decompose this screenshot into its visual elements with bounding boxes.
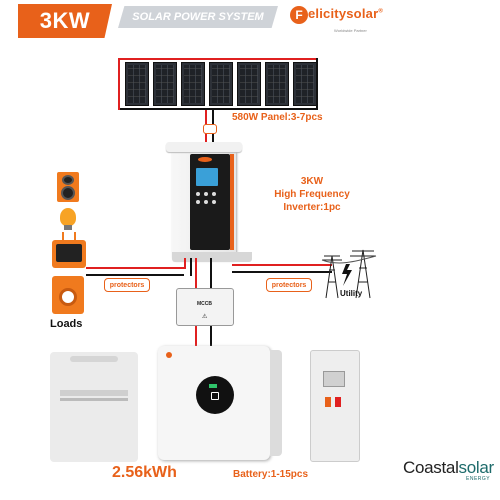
solar-panel bbox=[265, 62, 289, 106]
battery-side-view bbox=[310, 350, 360, 462]
solar-panel bbox=[153, 62, 177, 106]
battery-quantity: Battery:1-15pcs bbox=[233, 469, 309, 480]
dc-wire-red bbox=[195, 258, 197, 288]
lightbulb-base bbox=[64, 225, 72, 230]
utility-tower-icon bbox=[321, 249, 377, 299]
battery-unit bbox=[158, 346, 282, 460]
solar-panel bbox=[181, 62, 205, 106]
inverter-label-line3: Inverter:1pc bbox=[283, 202, 341, 213]
speaker-icon bbox=[57, 172, 79, 202]
solar-panel bbox=[293, 62, 317, 106]
panel-wire-left bbox=[118, 58, 120, 110]
utility-label: Utility bbox=[340, 289, 363, 298]
inverter-front-panel bbox=[190, 154, 230, 250]
power-badge: 3KW bbox=[18, 4, 112, 38]
dc-wire-black-lower bbox=[210, 326, 212, 348]
mccb-label: MCCB bbox=[197, 301, 212, 307]
dc-wire-red-lower bbox=[195, 326, 197, 348]
protector-left: protectors bbox=[104, 278, 150, 292]
inverter-label: 3KW High Frequency Inverter:1pc bbox=[262, 175, 362, 214]
inverter-display bbox=[196, 168, 218, 186]
inverter-unit bbox=[166, 142, 252, 262]
washing-machine-icon bbox=[52, 276, 84, 314]
panel-wire-right bbox=[316, 58, 318, 110]
brand-logo-mark: F bbox=[290, 6, 308, 24]
lightbulb-icon bbox=[60, 208, 76, 226]
mccb-breaker: MCCB ⚠ bbox=[176, 288, 234, 326]
warning-icon: ⚠ bbox=[202, 314, 208, 320]
dc-wire-black bbox=[210, 258, 212, 288]
pv-breaker-icon bbox=[203, 124, 217, 134]
watermark-main-a: Coastal bbox=[403, 458, 459, 477]
utility-wire-red bbox=[232, 264, 332, 266]
solar-panel-array bbox=[125, 62, 317, 106]
panel-label: 580W Panel:3-7pcs bbox=[232, 112, 323, 123]
coastal-solar-watermark: Coastalsolar bbox=[403, 458, 494, 478]
watermark-sub: ENERGY bbox=[466, 476, 491, 482]
battery-rear-view bbox=[50, 352, 138, 462]
brand-tagline: Worldwide Partner bbox=[334, 28, 367, 33]
brand-logo: F elicitysolar® Worldwide Partner bbox=[290, 6, 440, 40]
solar-panel bbox=[125, 62, 149, 106]
battery-capacity: 2.56kWh bbox=[112, 464, 177, 481]
battery-status-display bbox=[196, 376, 234, 414]
tv-antenna bbox=[62, 232, 76, 240]
protector-right: protectors bbox=[266, 278, 312, 292]
inverter-label-line1: 3KW bbox=[300, 176, 324, 187]
solar-panel bbox=[209, 62, 233, 106]
watermark-main-b: solar bbox=[458, 458, 495, 477]
tv-icon bbox=[52, 240, 86, 268]
load-wire-red-vertical bbox=[184, 258, 186, 269]
system-title: SOLAR POWER SYSTEM bbox=[118, 6, 278, 28]
solar-panel bbox=[237, 62, 261, 106]
battery-logo bbox=[166, 352, 172, 358]
panel-wire-top-red bbox=[118, 58, 318, 60]
panel-wire-bottom-black bbox=[118, 108, 318, 110]
load-wire-red bbox=[86, 267, 184, 269]
brand-logo-text: elicitysolar® bbox=[308, 6, 383, 21]
utility-wire-black bbox=[232, 271, 332, 273]
load-wire-black bbox=[86, 274, 184, 276]
loads-label: Loads bbox=[50, 318, 83, 330]
inverter-label-line2: High Frequency bbox=[274, 189, 350, 200]
load-wire-black-vertical bbox=[190, 258, 192, 276]
